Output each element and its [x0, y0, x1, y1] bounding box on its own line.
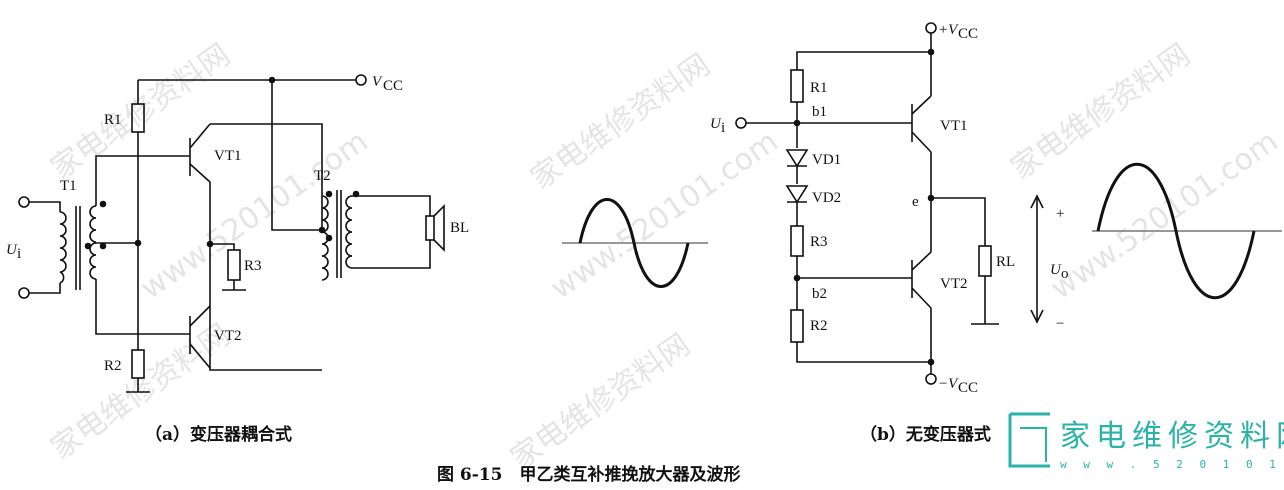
- vd2-diode: [785, 185, 809, 204]
- vcc-subscript: CC: [383, 78, 403, 94]
- watermark-text: 家电维修资料网: [45, 37, 237, 186]
- r1-label: R1: [810, 80, 828, 96]
- ui-input-terminal: [735, 117, 747, 129]
- vcc-positive-terminal: [925, 22, 937, 34]
- vt1-label: VT1: [214, 148, 242, 164]
- uo-subscript: o: [1061, 266, 1069, 282]
- t2-secondary-coil: [345, 195, 353, 269]
- panel-b-labels: +V CC −V CC U i R1 b1 VD1 VD2 R3 b2 R2 V…: [710, 22, 1069, 445]
- b2-label: b2: [812, 286, 827, 302]
- node-e-label: e: [912, 194, 919, 210]
- input-voltage-subscript: i: [17, 246, 21, 262]
- uo-minus-label: −: [1056, 316, 1064, 332]
- r1-resistor: [790, 69, 804, 103]
- vt2-label: VT2: [940, 276, 968, 292]
- watermark-url: www.520101.com: [135, 124, 375, 307]
- ui-subscript: i: [721, 120, 725, 136]
- rl-label: RL: [996, 254, 1015, 270]
- b1-label: b1: [812, 104, 827, 120]
- vcc-positive-label: +V: [938, 22, 959, 38]
- input-voltage-label: U: [6, 242, 18, 258]
- r3-resistor: [227, 249, 241, 281]
- ui-label: U: [710, 116, 722, 132]
- panel-a-caption: （a）变压器耦合式: [145, 424, 292, 445]
- site-logo: 家电维修资料网 w w w . 5 2 0 1 0 1 . c o m: [1008, 412, 1284, 471]
- vt1-label: VT1: [940, 118, 968, 134]
- vcc-negative-terminal: [925, 373, 937, 385]
- vcc-negative-subscript: CC: [958, 380, 978, 396]
- output-waveform: [1092, 163, 1282, 299]
- watermark-text: 家电维修资料网: [505, 327, 697, 476]
- watermark-layer: 家电维修资料网 www.520101.com 家电维修资料网 www.52010…: [45, 37, 1284, 476]
- input-waveform: [562, 198, 708, 288]
- speaker-label: BL: [450, 220, 469, 236]
- output-sine-wave: [1096, 163, 1256, 299]
- t2-label: T2: [314, 168, 331, 184]
- watermark-text: 家电维修资料网: [1005, 37, 1197, 186]
- speaker-bl: [425, 215, 435, 241]
- r3-label: R3: [810, 234, 828, 250]
- figure-caption: 图 6-15 甲乙类互补推挽放大器及波形: [437, 464, 740, 485]
- panel-b-caption: （b）无变压器式: [860, 424, 991, 445]
- vcc-label: V: [372, 74, 383, 90]
- input-sine-wave: [578, 198, 690, 288]
- vcc-negative-label: −V: [938, 376, 959, 392]
- r3-resistor: [790, 225, 804, 257]
- panel-a-labels: V CC R1 R2 R3 T1 T2 VT1 VT2 BL U i （a）变压…: [6, 74, 469, 445]
- vd1-label: VD1: [812, 152, 841, 168]
- r2-label: R2: [810, 318, 828, 334]
- input-terminal: [18, 196, 30, 208]
- uo-label: U: [1050, 262, 1062, 278]
- vd1-diode: [785, 149, 809, 168]
- uo-plus-label: +: [1056, 206, 1064, 222]
- watermark-url: www.520101.com: [1045, 124, 1284, 307]
- rl-resistor: [978, 245, 992, 277]
- vcc-positive-subscript: CC: [958, 26, 978, 42]
- input-terminal: [18, 287, 30, 299]
- vd2-label: VD2: [812, 190, 841, 206]
- t1-secondary-coil: [89, 205, 97, 280]
- vcc-terminal: [355, 74, 367, 86]
- logo-bracket-icon: [1008, 412, 1050, 468]
- r2-label: R2: [104, 358, 122, 374]
- logo-text: 家电维修资料网: [1060, 419, 1284, 454]
- logo-url: w w w . 5 2 0 1 0 1 . c o m: [1060, 458, 1284, 471]
- panel-b-circuit: [735, 22, 1044, 385]
- r3-label: R3: [244, 258, 262, 274]
- watermark-text: 家电维修资料网: [525, 47, 717, 196]
- t1-label: T1: [60, 178, 77, 194]
- t1-primary-coil: [59, 211, 67, 284]
- panel-a-circuit: [18, 74, 445, 393]
- r2-resistor: [790, 309, 804, 343]
- r1-label: R1: [104, 112, 122, 128]
- r2-resistor: [131, 349, 145, 379]
- vt2-label: VT2: [214, 328, 242, 344]
